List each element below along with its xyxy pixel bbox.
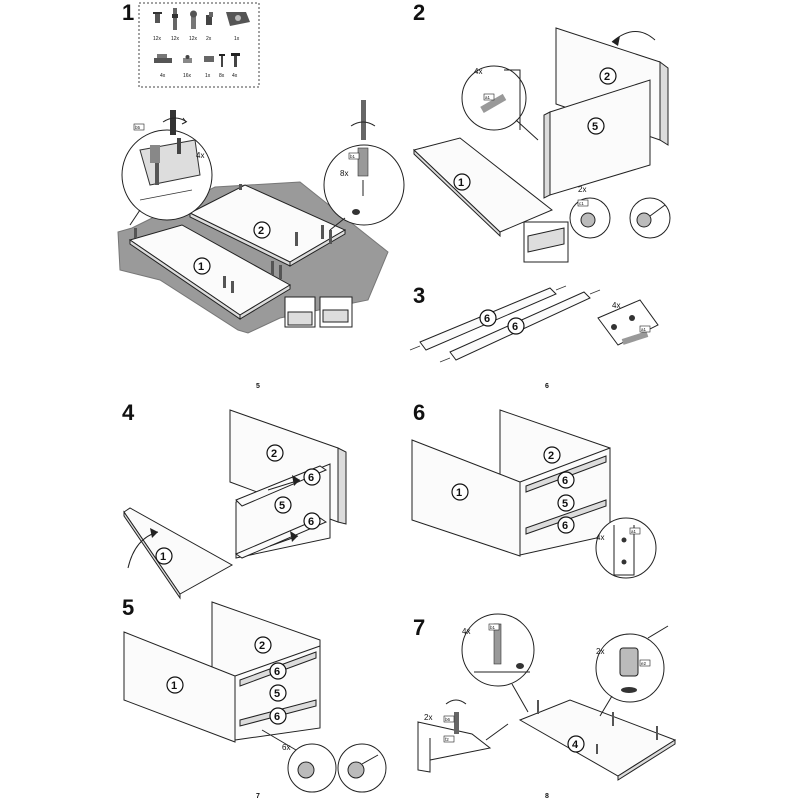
panel-2-step1: 2	[188, 184, 347, 267]
part-qty-g1: 16x	[183, 73, 192, 79]
part-icon-e1	[226, 12, 250, 26]
edge-detail-insets	[284, 296, 353, 328]
part-icon-b1	[172, 8, 178, 30]
part-label-1-s6: 1	[456, 487, 462, 499]
part-label-1: 1	[198, 261, 204, 273]
page-number-left: 5	[256, 383, 260, 390]
magnifier-cap-step7: e2 2x	[595, 625, 669, 717]
part-label-5-s6: 5	[562, 498, 568, 510]
magnifier-bolt-step7: b1 4x	[461, 613, 535, 713]
part-icon-a1	[153, 12, 162, 23]
step-7-number: 7	[413, 615, 425, 640]
part-label-6-s4b: 6	[308, 516, 314, 528]
page-number-bottom-left: 7	[256, 793, 260, 800]
part-label-6-s4a: 6	[308, 472, 314, 484]
magnifier-dowel-step6: a1 4x	[595, 517, 657, 579]
multiplier-cap-s7: 2x	[596, 647, 604, 656]
parts-box: 12x 12x 12x 2x 1x 4x 16x 1x 8x 4x	[138, 2, 260, 88]
part-icon-g1	[183, 55, 192, 63]
part-label-2-s2: 2	[604, 71, 610, 83]
part-label-6-s5b: 6	[274, 711, 280, 723]
panel-1-step1: 1	[128, 224, 291, 320]
bracket-detail-step7: b6 f2 2x	[417, 699, 509, 773]
part-label-6b: 6	[512, 321, 518, 333]
badge-c1-s2: c1	[579, 201, 584, 206]
badge-a1-s6: a1	[631, 529, 637, 534]
panel-1-step4: 1	[123, 507, 234, 600]
badge-a1-s3: a1	[641, 327, 647, 332]
part-label-1-s2: 1	[458, 177, 464, 189]
part-qty-c1: 12x	[189, 36, 198, 42]
rails-step3: 6 6	[409, 285, 601, 363]
multiplier-dowel-s6: 4x	[596, 533, 604, 542]
step-4-number: 4	[122, 400, 135, 425]
step-1-number: 1	[122, 0, 134, 25]
part-icon-f1	[154, 54, 172, 63]
part-icon-j1	[231, 53, 240, 67]
part-label-6-s6b: 6	[562, 520, 568, 532]
part-label-4: 4	[572, 739, 579, 751]
cabinet-step6: 2 5 6 6 1	[411, 409, 611, 557]
badge-e2: e2	[641, 661, 647, 666]
step-5-number: 5	[122, 595, 134, 620]
part-icon-h1	[204, 56, 214, 62]
part-label-6-s6a: 6	[562, 475, 568, 487]
part-label-5-s4: 5	[279, 500, 285, 512]
multiplier-dowel-s3: 4x	[612, 301, 620, 310]
step-2-number: 2	[413, 0, 425, 25]
part-qty-i1: 8x	[219, 73, 225, 79]
badge-b1-s7: b1	[490, 625, 496, 630]
panel-4-step7: 4	[518, 699, 677, 781]
multiplier-bracket-s7: 2x	[424, 713, 432, 722]
magnifier-cam-step2: c1 2x	[569, 185, 671, 239]
multiplier-bolt-s7: 4x	[462, 627, 470, 636]
part-label-6-s5a: 6	[274, 666, 280, 678]
part-label-2-s5: 2	[259, 640, 265, 652]
multiplier-dowel-s2: 4x	[474, 67, 482, 76]
part-qty-b1: 12x	[171, 36, 180, 42]
multiplier-cam-s2: 2x	[578, 185, 586, 194]
dowels-step1	[134, 184, 332, 293]
page-number-bottom-right: 8	[545, 793, 549, 800]
part-label-1-s5: 1	[171, 680, 177, 692]
part-qty-h1: 1x	[205, 73, 211, 79]
cabinet-step5: 2 5 6 6 1	[123, 601, 321, 743]
magnifier-cam-step5: 6x	[261, 729, 387, 793]
multiplier-hinge: 4x	[196, 151, 204, 160]
part-qty-e1: 1x	[234, 36, 240, 42]
part-qty-f1: 4x	[160, 73, 166, 79]
badge-f2: f2	[445, 737, 449, 742]
badge-b6: b6	[445, 717, 451, 722]
part-qty-a1: 12x	[153, 36, 162, 42]
part-label-1-s4: 1	[160, 551, 166, 563]
part-icon-d1	[206, 12, 213, 25]
badge-b5: b5	[135, 125, 141, 130]
magnifier-rail-dowel: a1 4x	[597, 299, 659, 346]
badge-a1-s2: a1	[485, 95, 491, 100]
panel-5-step2: 5	[543, 79, 651, 199]
part-icon-i1	[219, 54, 225, 67]
badge-b1: b1	[350, 154, 356, 159]
rails-step4: 6 6	[234, 465, 328, 559]
step-6-number: 6	[413, 400, 425, 425]
multiplier-cam-s5: 6x	[282, 743, 290, 752]
magnifier-dowel-step2: a1 4x	[461, 65, 539, 141]
multiplier-dowel: 8x	[340, 169, 348, 178]
part-label-2-s4: 2	[271, 448, 277, 460]
part-label-2: 2	[258, 225, 264, 237]
step-3-number: 3	[413, 283, 425, 308]
magnifier-dowel-step1: b1 8x	[323, 100, 405, 231]
part-label-6a: 6	[484, 313, 490, 325]
part-label-5-s5: 5	[274, 688, 280, 700]
panel-1-step2: 1	[413, 137, 553, 238]
part-label-2-s6: 2	[548, 450, 554, 462]
part-icon-c1	[190, 10, 197, 29]
part-qty-j1: 4x	[232, 73, 238, 79]
part-qty-d1: 2x	[206, 36, 212, 42]
magnifier-hinge: b5 4x	[121, 110, 213, 226]
part-label-5: 5	[592, 121, 598, 133]
page-number-right: 6	[545, 383, 549, 390]
